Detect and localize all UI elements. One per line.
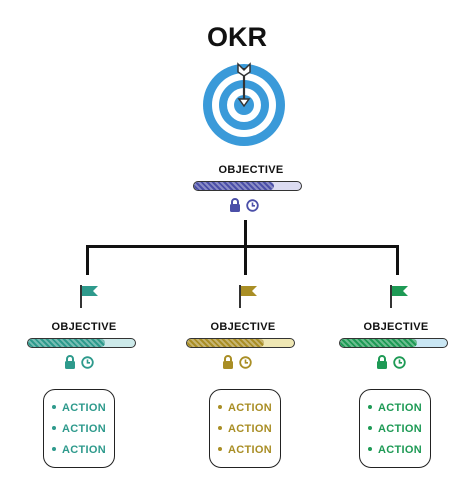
- clock-icon: [239, 356, 252, 369]
- okr-title: OKR: [207, 22, 267, 52]
- top-clock-icon: [246, 199, 259, 212]
- action-item: ACTION: [210, 423, 280, 435]
- connector-right: [396, 245, 399, 275]
- flag-icon: [78, 283, 100, 309]
- objective-progress-bar: [186, 338, 295, 348]
- action-list: ACTION ACTION ACTION: [43, 389, 115, 468]
- action-list: ACTION ACTION ACTION: [359, 389, 431, 468]
- action-item: ACTION: [360, 423, 430, 435]
- clock-icon: [393, 356, 406, 369]
- connector-left: [86, 245, 89, 275]
- action-item: ACTION: [210, 444, 280, 456]
- objective-progress-bar: [339, 338, 448, 348]
- top-objective-progress-fill: [194, 182, 275, 190]
- target-icon: [200, 62, 288, 146]
- connector-vertical-top: [244, 220, 247, 246]
- action-item: ACTION: [44, 423, 114, 435]
- objective-label: OBJECTIVE: [210, 321, 276, 333]
- clock-icon: [81, 356, 94, 369]
- objective-progress-fill: [340, 339, 418, 347]
- action-item: ACTION: [360, 444, 430, 456]
- objective-label: OBJECTIVE: [363, 321, 429, 333]
- lock-icon: [376, 355, 388, 369]
- action-item: ACTION: [44, 402, 114, 414]
- action-item: ACTION: [360, 402, 430, 414]
- connector-horizontal: [86, 245, 399, 248]
- connector-middle: [244, 245, 247, 275]
- objective-progress-fill: [28, 339, 106, 347]
- objective-progress-bar: [27, 338, 136, 348]
- flag-icon: [237, 283, 259, 309]
- objective-label: OBJECTIVE: [51, 321, 117, 333]
- action-item: ACTION: [210, 402, 280, 414]
- top-lock-icon: [229, 198, 241, 212]
- action-list: ACTION ACTION ACTION: [209, 389, 281, 468]
- flag-icon: [388, 283, 410, 309]
- top-objective-label: OBJECTIVE: [218, 164, 284, 176]
- top-objective-progress-bar: [193, 181, 302, 191]
- lock-icon: [222, 355, 234, 369]
- objective-progress-fill: [187, 339, 265, 347]
- lock-icon: [64, 355, 76, 369]
- action-item: ACTION: [44, 444, 114, 456]
